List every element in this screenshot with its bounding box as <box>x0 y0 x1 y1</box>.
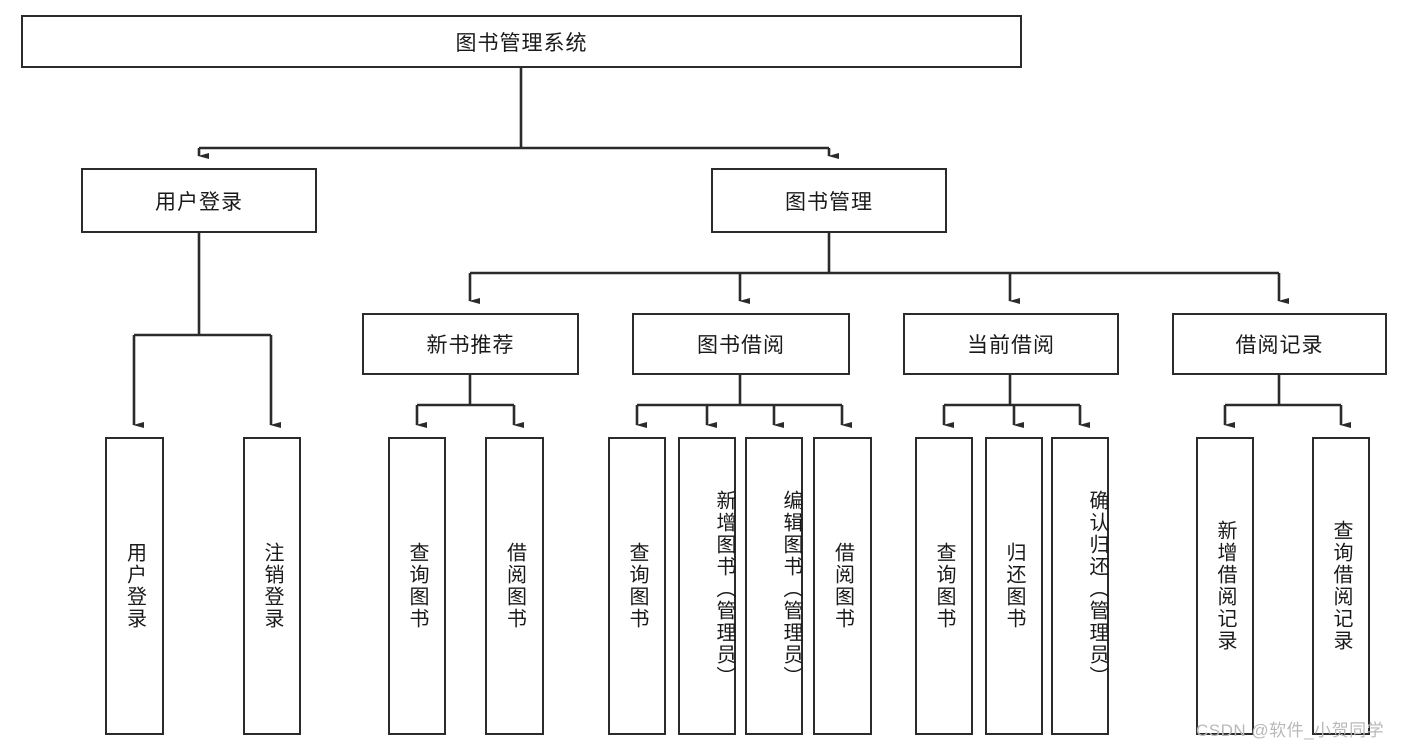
node-leaf-borrow-book-recommend[interactable]: 借阅图书 <box>485 437 544 735</box>
edge-group-root <box>197 68 839 159</box>
node-leaf-add-borrow-record[interactable]: 新增借阅记录 <box>1196 437 1254 735</box>
node-leaf-return-book[interactable]: 归还图书 <box>985 437 1043 735</box>
node-leaf-query-borrow-record[interactable]: 查询借阅记录 <box>1312 437 1370 735</box>
node-leaf-query-book-recommend[interactable]: 查询图书 <box>388 437 446 735</box>
csdn-watermark: CSDN @软件_小贺同学 <box>1196 721 1385 740</box>
node-user-login[interactable]: 用户登录 <box>81 168 317 233</box>
node-leaf-query-book-borrow[interactable]: 查询图书 <box>608 437 666 735</box>
node-leaf-logout[interactable]: 注销登录 <box>243 437 301 735</box>
node-leaf-user-login[interactable]: 用户登录 <box>105 437 164 735</box>
edge-group-current-borrow <box>942 375 1090 428</box>
node-book-borrow[interactable]: 图书借阅 <box>632 313 850 375</box>
edge-group-new-book-recommend <box>415 375 524 428</box>
node-current-borrow[interactable]: 当前借阅 <box>903 313 1119 375</box>
edge-group-book-manage <box>468 233 1289 304</box>
node-leaf-confirm-return-admin[interactable]: 确认归还（管理员） <box>1051 437 1109 735</box>
node-leaf-query-book-current[interactable]: 查询图书 <box>915 437 973 735</box>
node-leaf-add-book-admin[interactable]: 新增图书（管理员） <box>678 437 736 735</box>
node-root-system[interactable]: 图书管理系统 <box>21 15 1022 68</box>
node-book-manage[interactable]: 图书管理 <box>711 168 947 233</box>
node-borrow-record[interactable]: 借阅记录 <box>1172 313 1387 375</box>
node-leaf-edit-book-admin[interactable]: 编辑图书（管理员） <box>745 437 803 735</box>
edge-group-book-borrow <box>635 375 852 428</box>
node-leaf-borrow-book[interactable]: 借阅图书 <box>813 437 872 735</box>
edge-group-borrow-record <box>1223 375 1351 428</box>
node-new-book-recommend[interactable]: 新书推荐 <box>362 313 579 375</box>
edge-group-user-login <box>132 233 281 428</box>
